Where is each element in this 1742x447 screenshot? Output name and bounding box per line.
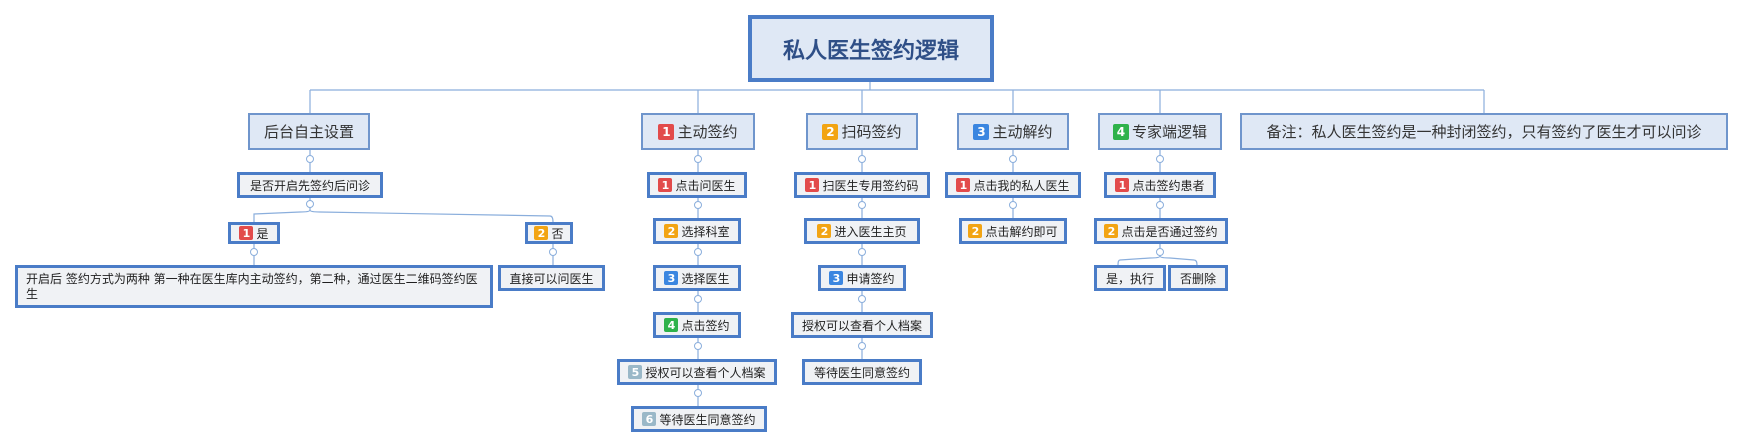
number-badge: 1 xyxy=(658,123,675,140)
expert-step-2[interactable]: 2 点击是否通过签约 xyxy=(1094,218,1228,244)
active-step-6[interactable]: 6 等待医生同意签约 xyxy=(631,406,767,432)
setting-yes-description[interactable]: 开启后 签约方式为两种 第一种在医生库内主动签约，第二种，通过医生二维码签约医生 xyxy=(15,265,493,308)
number-badge: 3 xyxy=(973,123,990,140)
scan-step-5[interactable]: 等待医生同意签约 xyxy=(802,359,922,385)
number-badge: 2 xyxy=(664,224,679,238)
branch-expert[interactable]: 4 专家端逻辑 xyxy=(1098,113,1222,150)
scan-step-3[interactable]: 3 申请签约 xyxy=(818,265,906,291)
number-badge: 1 xyxy=(956,178,971,192)
root-label: 私人医生签约逻辑 xyxy=(782,38,959,64)
number-badge: 4 xyxy=(1112,123,1129,140)
active-step-2[interactable]: 2 选择科室 xyxy=(653,218,741,244)
expert-option-yes[interactable]: 是，执行 xyxy=(1094,265,1166,291)
step-label: 点击签约 xyxy=(681,318,730,333)
branch-expert-label: 专家端逻辑 xyxy=(1131,123,1207,141)
option-label: 否删除 xyxy=(1179,271,1216,286)
number-badge: 5 xyxy=(628,365,643,379)
branch-scan-sign[interactable]: 2 扫码签约 xyxy=(806,113,918,150)
number-badge: 2 xyxy=(1104,224,1119,238)
step-label: 扫医生专用签约码 xyxy=(822,178,919,193)
step-label: 授权可以查看个人档案 xyxy=(645,365,766,380)
branch-cancel-label: 主动解约 xyxy=(992,123,1053,141)
branch-active-label: 主动签约 xyxy=(677,123,738,141)
setting-yes[interactable]: 1 是 xyxy=(228,222,280,244)
cancel-step-1[interactable]: 1 点击我的私人医生 xyxy=(945,172,1081,198)
setting-question-label: 是否开启先签约后问诊 xyxy=(249,178,370,193)
option-label: 是，执行 xyxy=(1105,271,1154,286)
step-label: 点击问医生 xyxy=(675,178,736,193)
setting-question[interactable]: 是否开启先签约后问诊 xyxy=(237,172,383,198)
step-label: 申请签约 xyxy=(846,271,895,286)
step-label: 进入医生主页 xyxy=(834,224,907,239)
active-step-4[interactable]: 4 点击签约 xyxy=(653,312,741,338)
number-badge: 1 xyxy=(658,178,673,192)
step-label: 选择医生 xyxy=(681,271,730,286)
number-badge: 2 xyxy=(534,226,549,240)
step-label: 等待医生同意签约 xyxy=(813,365,910,380)
note-node[interactable]: 备注：私人医生签约是一种封闭签约，只有签约了医生才可以问诊 xyxy=(1240,113,1728,150)
active-step-5[interactable]: 5 授权可以查看个人档案 xyxy=(617,359,777,385)
number-badge: 1 xyxy=(805,178,820,192)
expert-option-no[interactable]: 否删除 xyxy=(1168,265,1228,291)
number-badge: 2 xyxy=(817,224,832,238)
step-label: 点击是否通过签约 xyxy=(1121,224,1218,239)
expert-step-1[interactable]: 1 点击签约患者 xyxy=(1104,172,1216,198)
setting-no-label: 否 xyxy=(551,226,564,241)
number-badge: 2 xyxy=(822,123,839,140)
active-step-1[interactable]: 1 点击问医生 xyxy=(647,172,747,198)
root-node[interactable]: 私人医生签约逻辑 xyxy=(748,15,994,82)
active-step-3[interactable]: 3 选择医生 xyxy=(653,265,741,291)
number-badge: 3 xyxy=(664,271,679,285)
number-badge: 1 xyxy=(239,226,254,240)
step-label: 点击解约即可 xyxy=(985,224,1058,239)
step-label: 授权可以查看个人档案 xyxy=(801,318,922,333)
number-badge: 6 xyxy=(642,412,657,426)
setting-yes-label: 是 xyxy=(256,226,269,241)
note-label: 备注：私人医生签约是一种封闭签约，只有签约了医生才可以问诊 xyxy=(1266,123,1702,141)
branch-scan-label: 扫码签约 xyxy=(841,123,902,141)
branch-active-sign[interactable]: 1 主动签约 xyxy=(641,113,755,150)
branch-cancel[interactable]: 3 主动解约 xyxy=(957,113,1069,150)
step-label: 等待医生同意签约 xyxy=(659,412,756,427)
scan-step-4[interactable]: 授权可以查看个人档案 xyxy=(791,312,933,338)
setting-no[interactable]: 2 否 xyxy=(525,222,573,244)
step-label: 点击签约患者 xyxy=(1132,178,1205,193)
scan-step-2[interactable]: 2 进入医生主页 xyxy=(804,218,920,244)
number-badge: 3 xyxy=(829,271,844,285)
setting-no-description[interactable]: 直接可以问医生 xyxy=(498,265,605,291)
cancel-step-2[interactable]: 2 点击解约即可 xyxy=(959,218,1067,244)
number-badge: 2 xyxy=(968,224,983,238)
branch-setting[interactable]: 后台自主设置 xyxy=(248,113,370,150)
scan-step-1[interactable]: 1 扫医生专用签约码 xyxy=(794,172,930,198)
number-badge: 4 xyxy=(664,318,679,332)
number-badge: 1 xyxy=(1115,178,1130,192)
branch-setting-label: 后台自主设置 xyxy=(263,123,354,141)
step-label: 点击我的私人医生 xyxy=(973,178,1070,193)
setting-no-description-text: 直接可以问医生 xyxy=(509,271,594,286)
step-label: 选择科室 xyxy=(681,224,730,239)
setting-yes-description-text: 开启后 签约方式为两种 第一种在医生库内主动签约，第二种，通过医生二维码签约医生 xyxy=(26,271,478,301)
